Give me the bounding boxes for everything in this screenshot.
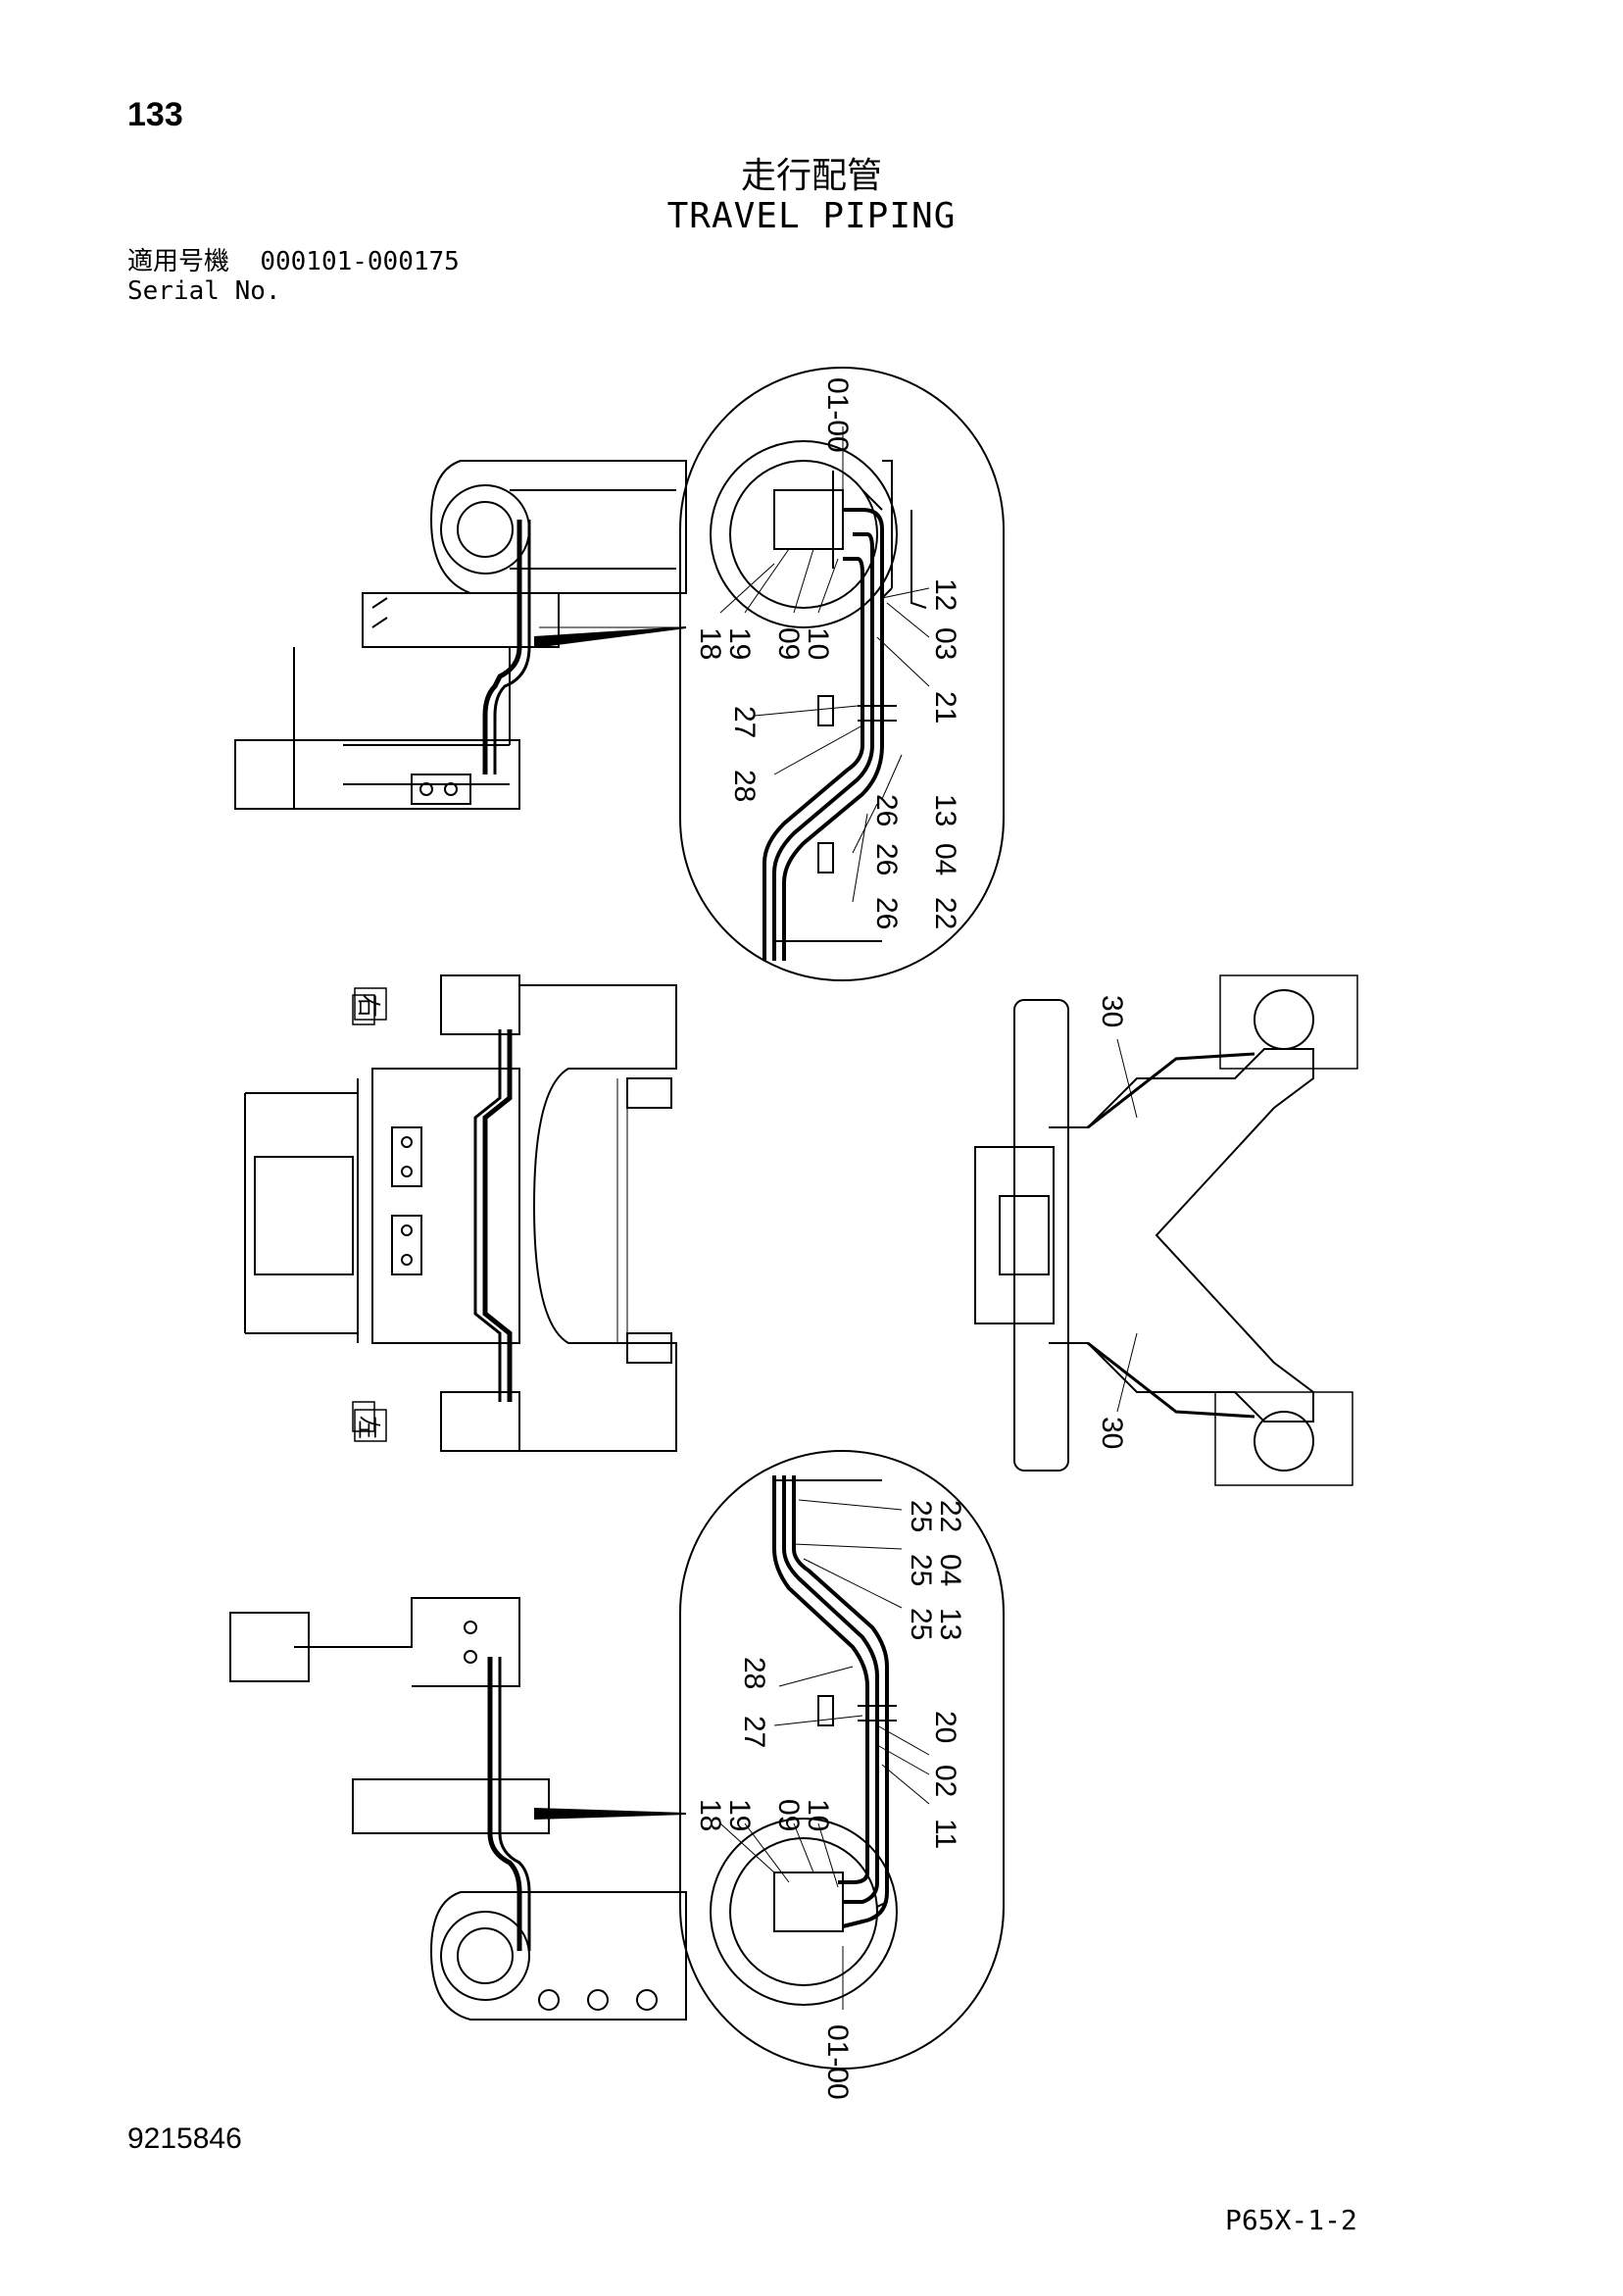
callout-label: 20 <box>929 1711 961 1743</box>
callout-label: 26 <box>870 843 903 875</box>
callout-label: 09 <box>772 1799 805 1831</box>
document-number: 9215846 <box>127 2122 242 2155</box>
front-view <box>974 974 1358 1486</box>
serial-block: 適用号機 000101-000175 Serial No. <box>127 247 460 306</box>
callout-label: 25 <box>905 1608 937 1640</box>
right-side-mark-box <box>354 987 387 1021</box>
side-marks: 右 左 <box>355 994 382 1439</box>
callout-label: 26 <box>870 897 903 929</box>
callout-label: 30 <box>1096 1417 1128 1449</box>
leader-lines-bottom <box>719 1499 930 2010</box>
detail-oval-bottom <box>679 1450 1005 2070</box>
callout-label: 21 <box>929 691 961 724</box>
leader-lines-top <box>719 426 930 903</box>
callout-label: 22 <box>929 897 961 929</box>
callout-labels: 01-00 12 03 21 18 19 09 10 27 28 26 13 2… <box>694 377 1128 2100</box>
callout-label: 10 <box>802 1799 834 1831</box>
title-japanese: 走行配管 <box>740 156 882 196</box>
page-code: P65X-1-2 <box>1225 2204 1357 2236</box>
callout-label: 13 <box>934 1608 966 1640</box>
callout-label: 28 <box>738 1657 770 1689</box>
serial-range: 000101-000175 <box>260 247 460 276</box>
callout-label: 03 <box>929 627 961 660</box>
undercarriage-plan-view <box>244 974 677 1452</box>
callout-label: 28 <box>728 770 761 802</box>
callout-label: 30 <box>1096 995 1128 1027</box>
callout-label: 04 <box>934 1554 966 1586</box>
callout-label: 01-00 <box>821 377 854 453</box>
callout-label: 19 <box>723 627 756 660</box>
callout-label: 26 <box>870 794 903 826</box>
callout-label: 25 <box>905 1500 937 1532</box>
right-side-mark: 右 <box>355 994 382 1018</box>
leader-lines-right <box>1116 1038 1138 1413</box>
frame-top-view <box>234 460 687 810</box>
callout-label: 11 <box>929 1819 961 1849</box>
callout-label: 22 <box>934 1500 966 1532</box>
callout-label: 27 <box>738 1716 770 1748</box>
left-side-mark-box <box>354 1409 387 1442</box>
page-number: 133 <box>127 96 183 133</box>
callout-label: 19 <box>723 1799 756 1831</box>
serial-label-jp: 適用号機 <box>127 247 230 276</box>
callout-label: 18 <box>694 1799 726 1831</box>
callout-label: 09 <box>772 627 805 660</box>
callout-label: 12 <box>929 578 961 611</box>
callout-label: 01-00 <box>821 2024 854 2100</box>
callout-label: 25 <box>905 1554 937 1586</box>
callout-label: 18 <box>694 627 726 660</box>
callout-label: 04 <box>929 843 961 875</box>
frame-bottom-view <box>229 1597 687 2021</box>
callout-label: 10 <box>802 627 834 660</box>
callout-label: 13 <box>929 794 961 826</box>
serial-label-en: Serial No. <box>127 276 281 306</box>
callout-label: 27 <box>728 706 761 738</box>
left-side-mark: 左 <box>355 1416 382 1439</box>
title-english: TRAVEL PIPING <box>666 196 957 236</box>
detail-oval-top <box>679 367 1005 981</box>
callout-label: 02 <box>929 1765 961 1797</box>
